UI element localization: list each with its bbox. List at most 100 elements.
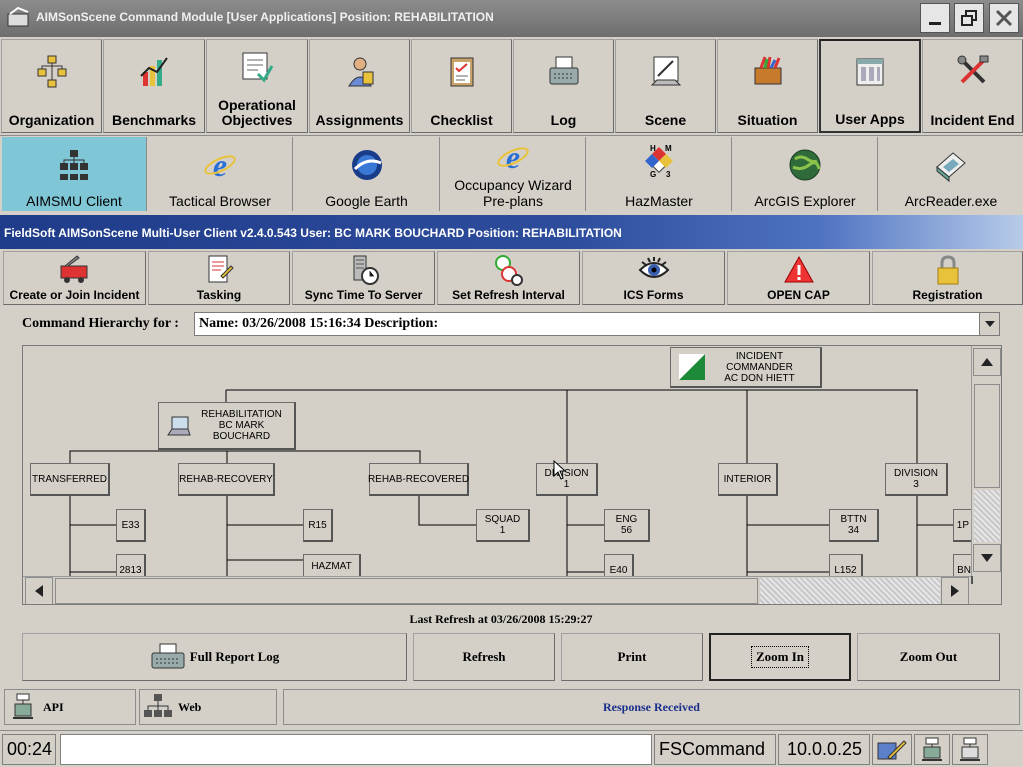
node-eng-56[interactable]: ENG 56 bbox=[604, 509, 650, 542]
app-label: Occupancy Wizard Pre-plans bbox=[454, 177, 572, 209]
arrow-down-icon bbox=[981, 554, 993, 562]
tool-label: ICS Forms bbox=[623, 288, 684, 302]
refresh-button[interactable]: Refresh bbox=[413, 633, 555, 681]
module-benchmarks[interactable]: Benchmarks bbox=[103, 39, 205, 133]
network-icon bbox=[144, 694, 172, 717]
sync-time-button[interactable]: Sync Time To Server bbox=[292, 251, 435, 305]
app-label: ArcReader.exe bbox=[904, 193, 998, 209]
node-incident-commander[interactable]: INCIDENT COMMANDER AC DON HIETT bbox=[670, 347, 822, 388]
node-division-3[interactable]: DIVISION 3 bbox=[885, 463, 948, 496]
module-label: Operational Objectives bbox=[218, 97, 296, 128]
ics-forms-button[interactable]: ICS Forms bbox=[582, 251, 725, 305]
node-interior[interactable]: INTERIOR bbox=[718, 463, 778, 496]
full-report-log-label: Full Report Log bbox=[189, 649, 280, 664]
registration-button[interactable]: Registration bbox=[872, 251, 1023, 305]
checklist-icon bbox=[450, 57, 473, 87]
module-checklist[interactable]: Checklist bbox=[411, 39, 512, 133]
objectives-icon bbox=[242, 52, 274, 83]
app-aimsmu-client[interactable]: AIMSMU Client bbox=[2, 137, 147, 211]
zoom-out-label: Zoom Out bbox=[899, 649, 958, 664]
svg-text:3: 3 bbox=[666, 170, 671, 179]
api-icon bbox=[960, 737, 980, 761]
print-button[interactable]: Print bbox=[561, 633, 703, 681]
svg-text:H: H bbox=[650, 144, 656, 153]
horizontal-scrollbar[interactable] bbox=[23, 576, 971, 604]
tool-label: Sync Time To Server bbox=[304, 288, 423, 302]
create-or-join-incident-button[interactable]: Create or Join Incident bbox=[3, 251, 146, 305]
tasking-button[interactable]: Tasking bbox=[148, 251, 290, 305]
app-label: ArcGIS Explorer bbox=[754, 193, 856, 209]
module-situation[interactable]: Situation bbox=[717, 39, 818, 133]
command-input[interactable] bbox=[60, 734, 652, 765]
horizontal-scroll-thumb[interactable] bbox=[55, 578, 758, 604]
ie-icon: e bbox=[497, 139, 529, 175]
app-arcreader[interactable]: ArcReader.exe bbox=[879, 137, 1023, 211]
status-api-label: API bbox=[43, 699, 64, 714]
print-label: Print bbox=[617, 649, 647, 664]
node-bttn-34[interactable]: BTTN 34 bbox=[829, 509, 879, 542]
node-line: BC MARK bbox=[218, 420, 265, 431]
full-report-log-button[interactable]: Full Report Log bbox=[22, 633, 407, 681]
user-apps-icon bbox=[856, 58, 884, 86]
module-incident-end[interactable]: Incident End bbox=[922, 39, 1023, 133]
node-transferred[interactable]: TRANSFERRED bbox=[30, 463, 110, 496]
client-banner: FieldSoft AIMSonScene Multi-User Client … bbox=[0, 215, 1023, 249]
module-operational-objectives[interactable]: Operational Objectives bbox=[206, 39, 308, 133]
node-division-1[interactable]: DIVISION 1 bbox=[536, 463, 598, 496]
node-squad-1[interactable]: SQUAD 1 bbox=[476, 509, 530, 542]
aimsmu-client-icon bbox=[60, 150, 88, 180]
scroll-down-button[interactable] bbox=[973, 544, 1001, 572]
app-occupancy-wizard[interactable]: e Occupancy Wizard Pre-plans bbox=[441, 137, 586, 211]
module-assignments[interactable]: Assignments bbox=[309, 39, 410, 133]
tray-api-button-2[interactable] bbox=[952, 734, 988, 765]
scroll-left-button[interactable] bbox=[25, 577, 53, 604]
tray-tasking-button[interactable] bbox=[872, 734, 912, 765]
node-e33[interactable]: E33 bbox=[116, 509, 146, 542]
zoom-out-button[interactable]: Zoom Out bbox=[857, 633, 1000, 681]
maximize-button[interactable] bbox=[954, 3, 984, 33]
app-arcgis-explorer[interactable]: ArcGIS Explorer bbox=[733, 137, 878, 211]
dropdown-button[interactable] bbox=[979, 313, 999, 335]
module-organization[interactable]: Organization bbox=[1, 39, 102, 133]
vertical-scrollbar[interactable] bbox=[971, 346, 1001, 576]
clocks-icon bbox=[494, 255, 523, 286]
status-web[interactable]: Web bbox=[139, 689, 277, 725]
app-tactical-browser[interactable]: e Tactical Browser bbox=[148, 137, 293, 211]
org-chart[interactable]: INCIDENT COMMANDER AC DON HIETT REHABILI… bbox=[22, 345, 1002, 605]
node-line: 34 bbox=[847, 525, 860, 536]
vertical-scroll-thumb[interactable] bbox=[974, 384, 1000, 488]
chevron-down-icon bbox=[984, 321, 995, 327]
tray-api-button[interactable] bbox=[914, 734, 950, 765]
open-cap-button[interactable]: OPEN CAP bbox=[727, 251, 870, 305]
scroll-up-button[interactable] bbox=[973, 348, 1001, 376]
node-rehab-recovered[interactable]: REHAB-RECOVERED bbox=[368, 463, 469, 496]
arrow-right-icon bbox=[951, 585, 959, 597]
close-button[interactable] bbox=[989, 3, 1019, 33]
node-partial-1p[interactable]: 1P bbox=[953, 509, 973, 542]
zoom-in-button[interactable]: Zoom In bbox=[709, 633, 851, 681]
module-log[interactable]: Log bbox=[513, 39, 614, 133]
status-api[interactable]: API bbox=[4, 689, 136, 725]
set-refresh-interval-button[interactable]: Set Refresh Interval bbox=[437, 251, 580, 305]
node-r15[interactable]: R15 bbox=[303, 509, 333, 542]
app-google-earth[interactable]: Google Earth bbox=[294, 137, 440, 211]
module-label: Benchmarks bbox=[111, 112, 197, 128]
tasking-tray-icon bbox=[877, 739, 907, 760]
node-line: 1 bbox=[499, 525, 506, 536]
node-rehabilitation[interactable]: REHABILITATION BC MARK BOUCHARD bbox=[158, 402, 296, 450]
command-hierarchy-select[interactable]: Name: 03/26/2008 15:16:34 Description: bbox=[194, 312, 1000, 336]
command-hierarchy-label: Command Hierarchy for : bbox=[22, 316, 179, 331]
minimize-button[interactable] bbox=[920, 3, 950, 33]
eye-icon bbox=[638, 257, 669, 278]
node-line: ENG bbox=[615, 514, 638, 525]
scroll-right-button[interactable] bbox=[941, 577, 969, 604]
module-user-apps[interactable]: User Apps bbox=[819, 39, 921, 133]
node-rehab-recovery[interactable]: REHAB-RECOVERY bbox=[178, 463, 275, 496]
module-scene[interactable]: Scene bbox=[615, 39, 716, 133]
svg-text:G: G bbox=[650, 170, 656, 179]
app-label: Tactical Browser bbox=[169, 193, 271, 209]
status-web-label: Web bbox=[178, 699, 202, 714]
api-icon bbox=[922, 737, 942, 761]
ip-address: 10.0.0.25 bbox=[778, 734, 870, 765]
